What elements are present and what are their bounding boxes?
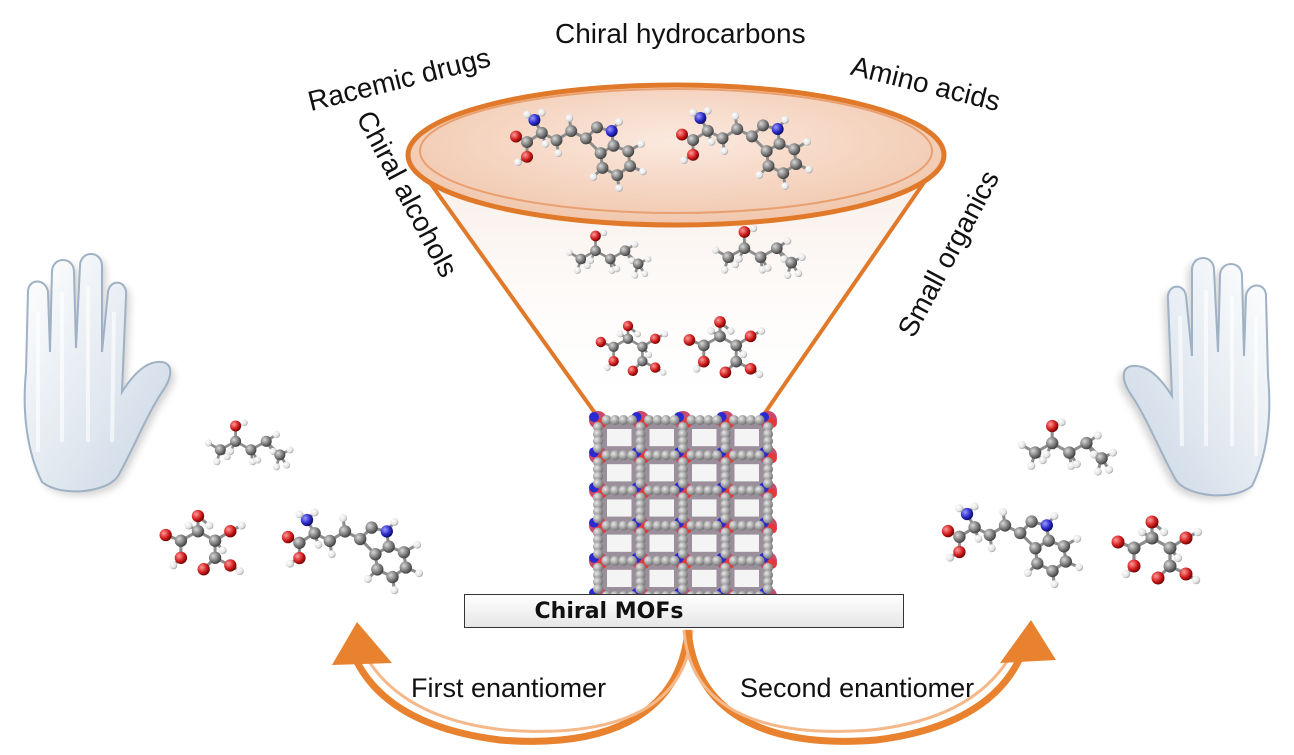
funnel-rim	[405, 82, 947, 228]
molecule-tryptophan-output-right	[941, 502, 1084, 589]
funnel-body	[408, 152, 945, 418]
molecule-butanol-output-left	[204, 419, 294, 471]
molecules	[159, 106, 1203, 595]
arrow-left-head	[332, 622, 392, 665]
molecule-tartaric-output-left	[159, 509, 246, 576]
label-chiral-mofs: Chiral MOFs	[534, 599, 684, 624]
molecule-butanol-output-right	[1017, 418, 1117, 476]
molecule-tartaric-funnel-right	[683, 316, 766, 379]
molecule-tryptophan-funnel-left	[510, 108, 647, 192]
molecule-tryptophan-funnel-right	[676, 106, 813, 190]
mof-framework	[589, 411, 777, 605]
enantiomer-arrows	[332, 620, 1056, 745]
hands	[23, 253, 1271, 500]
arrow-right-head	[1000, 620, 1056, 663]
molecule-tryptophan-output-left	[281, 508, 424, 595]
funnel-rim-inner	[419, 88, 933, 214]
molecule-butanol-funnel-right	[711, 224, 806, 279]
arrow-right-curve-inner	[682, 629, 1010, 733]
molecule-tartaric-funnel-left	[595, 320, 669, 376]
funnel-left-edge	[406, 150, 602, 422]
molecule-butanol-funnel-left	[565, 229, 652, 279]
right-hand-icon	[1119, 257, 1271, 500]
arrow-left-curve-inner	[366, 629, 694, 733]
funnel-right-edge	[758, 150, 947, 422]
label-second-enantiomer: Second enantiomer	[740, 673, 975, 703]
label-chiral-hydrocarbons: Chiral hydrocarbons	[555, 18, 806, 49]
label-first-enantiomer: First enantiomer	[411, 673, 607, 703]
funnel	[405, 82, 947, 422]
left-hand-icon	[23, 253, 175, 496]
molecule-tartaric-output-right	[1111, 515, 1203, 585]
